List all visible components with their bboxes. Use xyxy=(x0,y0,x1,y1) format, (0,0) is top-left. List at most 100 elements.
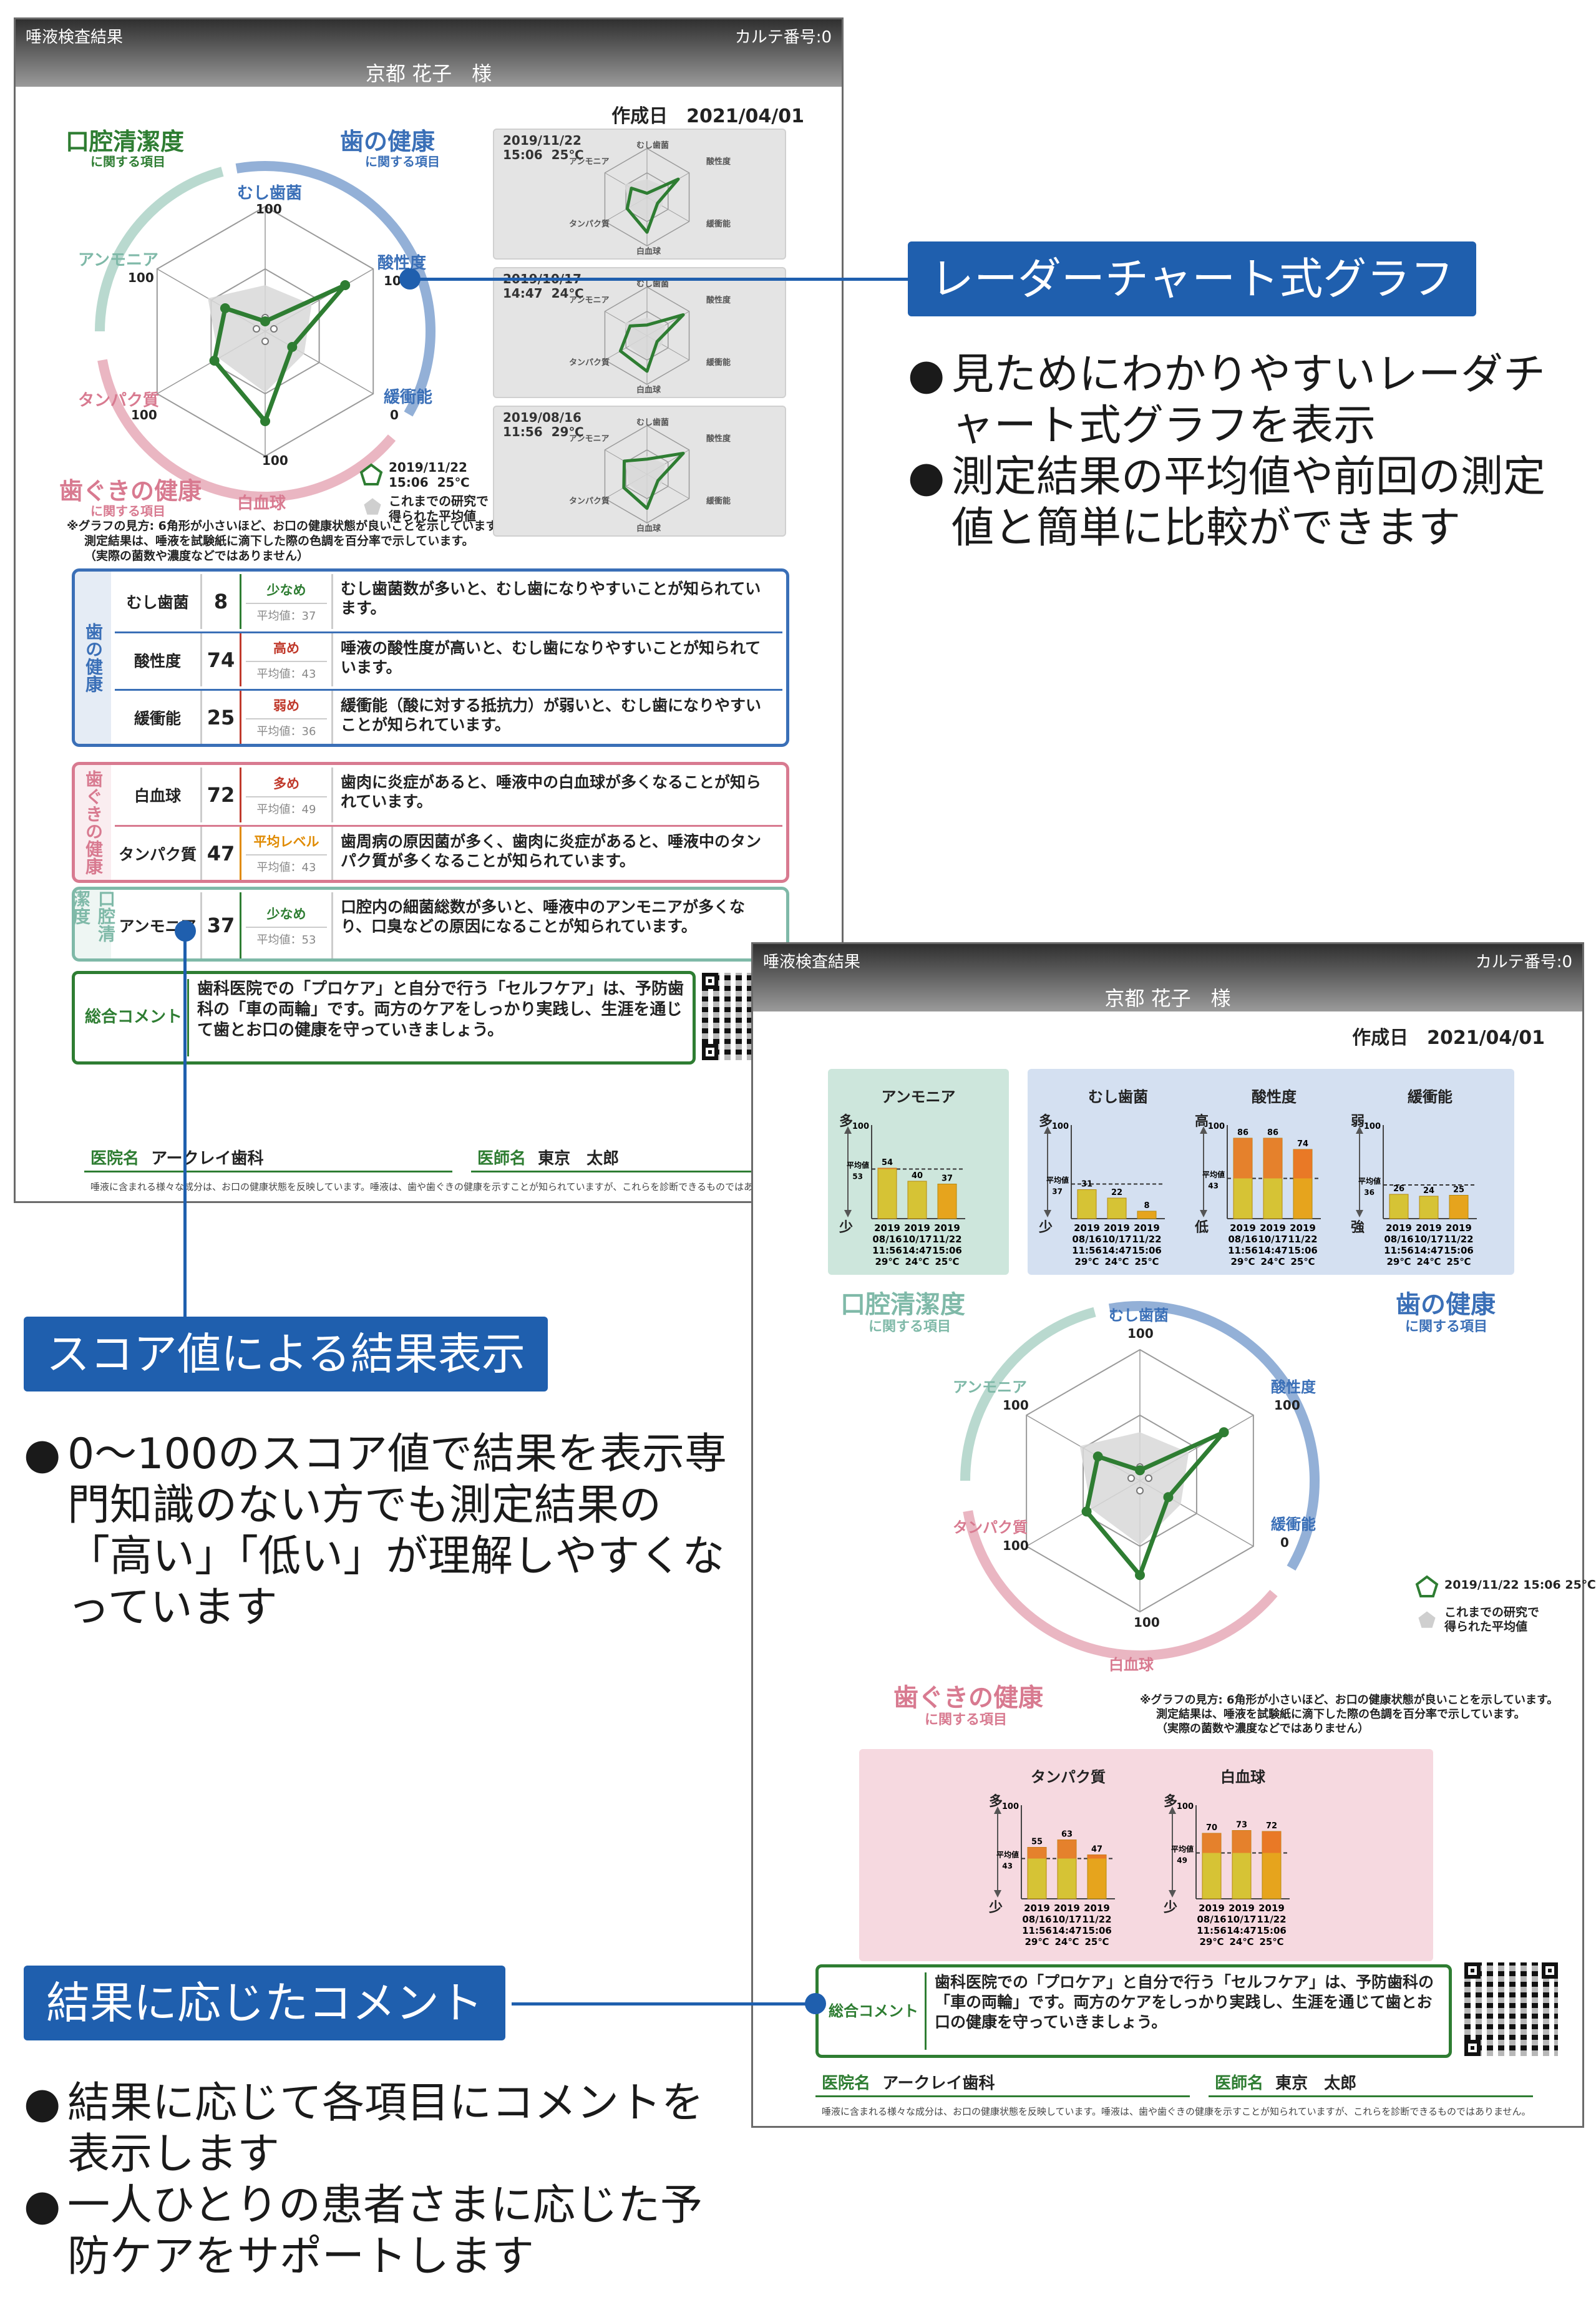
row-description: 口腔内の細菌総数が多いと、唾液中のアンモニアが多くなり、口臭などの原因になること… xyxy=(341,898,746,935)
bar-over-average xyxy=(1088,1854,1106,1859)
row-description: 歯周病の原因菌が多く、歯肉に炎症があると、唾液中のタンパク質が多くなることが知ら… xyxy=(341,832,762,870)
table-group-side: 歯ぐきの健康 xyxy=(75,765,111,880)
radar-point xyxy=(209,356,220,366)
bar-average-label: 平均値 xyxy=(1202,1170,1225,1179)
radar-point xyxy=(1081,1506,1092,1517)
bar-average-value: 36 xyxy=(1364,1188,1375,1197)
bar-chart-plot: 100平均値4970201908/1611:5629℃73201910/1714… xyxy=(1169,1802,1290,1947)
bar-average-value: 53 xyxy=(852,1172,863,1181)
bar-date-label: 08/16 xyxy=(872,1234,902,1245)
created-date: 作成日 2021/04/01 xyxy=(1352,1027,1545,1049)
radar-axis-max: 100 xyxy=(1274,1398,1300,1413)
radar-axis-label: 白血球 xyxy=(1109,1656,1154,1674)
bar-value-label: 86 xyxy=(1237,1128,1248,1138)
bar-date-label: 10/17 xyxy=(1227,1914,1256,1925)
radar-axis-max: 0 xyxy=(390,407,399,422)
bar-average-label: 平均値 xyxy=(1358,1176,1381,1186)
bar-value-label: 55 xyxy=(1031,1838,1043,1847)
bar-scale-arrowhead xyxy=(1044,1210,1051,1217)
bar-date-label: 25℃ xyxy=(1084,1936,1109,1947)
history-axis-label: むし歯菌 xyxy=(636,280,669,289)
legend-current-icon xyxy=(1415,1575,1439,1597)
row-level: 多め平均値：49 xyxy=(240,768,333,822)
radar-axis-max: 100 xyxy=(256,202,282,217)
legend-average-label: これまでの研究で 得られた平均値 xyxy=(1444,1606,1540,1634)
bar-date-label: 11:56 xyxy=(1384,1245,1414,1256)
bar-date-label: 2019 xyxy=(904,1222,930,1234)
bar-date-label: 29℃ xyxy=(1230,1256,1255,1267)
bar-date-label: 2019 xyxy=(1386,1222,1412,1234)
bar-value-label: 25 xyxy=(1453,1186,1464,1195)
gums-arc xyxy=(963,1510,1278,1660)
bar-y-tick: 100 xyxy=(1052,1122,1069,1131)
radar-axis-label: むし歯菌 xyxy=(237,184,303,203)
clinic-underline xyxy=(815,2095,1190,2097)
bar-scale-arrowhead xyxy=(1356,1210,1363,1217)
category-title-teeth: 歯の健康 xyxy=(1396,1290,1496,1319)
radar-note: ※グラフの見方: 6角形が小さいほど、お口の健康状態が良いことを示しています。 … xyxy=(1140,1693,1577,1736)
radar-chart xyxy=(95,161,435,502)
row-score: 25 xyxy=(207,705,235,729)
bullet-text: 0〜100のスコア値で結果を表示専門知識のない方でも測定結果の「高い」「低い」が… xyxy=(67,1430,727,1632)
row-level: 少なめ平均値：37 xyxy=(240,574,333,629)
bar-date-label: 08/16 xyxy=(1384,1234,1413,1245)
row-name: むし歯菌 xyxy=(115,574,202,629)
category-sub-gums: に関する項目 xyxy=(90,504,165,519)
bar-date-label: 24℃ xyxy=(1260,1256,1285,1267)
radar-axis-label: 酸性度 xyxy=(377,254,427,273)
radar-center-dot xyxy=(1136,1487,1144,1494)
bar-date-label: 11:56 xyxy=(1072,1245,1102,1256)
bar-axis-top: 高 xyxy=(1195,1114,1209,1129)
bar-date-label: 11/22 xyxy=(1257,1914,1286,1925)
bar-average-value: 43 xyxy=(1208,1182,1219,1191)
category-sub-teeth: に関する項目 xyxy=(1405,1319,1488,1335)
radar-point xyxy=(1092,1451,1103,1462)
report-sheet-back: 唾液検査結果 カルテ番号:0 京都 花子 様 作成日 2021/04/01 20… xyxy=(751,942,1596,2128)
callout-score: スコア値による結果表示 xyxy=(24,1317,548,1391)
bullet-item: ●測定結果の平均値や前回の測定値と簡単に比較ができます xyxy=(908,452,1569,554)
clinic-name: アークレイ歯科 xyxy=(151,1149,264,1168)
bar-average-value: 43 xyxy=(1002,1862,1013,1871)
bullet-text: 一人ひとりの患者さまに応じた予防ケアをサポートします xyxy=(67,2181,703,2281)
bar-value-label: 54 xyxy=(882,1158,893,1167)
bar-value-label: 31 xyxy=(1081,1180,1092,1189)
table-group-label: 口腔清潔度 xyxy=(71,890,116,942)
bar-value-label: 73 xyxy=(1236,1821,1247,1830)
bar-date-label: 14:47 xyxy=(1414,1245,1444,1256)
row-level: 高め平均値：43 xyxy=(240,633,333,686)
bar-axis-bottom: 低 xyxy=(1195,1220,1209,1235)
history-axis-label: むし歯菌 xyxy=(636,418,669,427)
report-titlebar: 唾液検査結果 カルテ番号:0 京都 花子 様 xyxy=(16,19,842,87)
callout-comment-bullets: ●結果に応じて各項目にコメントを表示します ●一人ひとりの患者さまに応じた予防ケ… xyxy=(24,2078,729,2283)
bar-date-label: 15:06 xyxy=(932,1245,962,1256)
report-sheet-front: 唾液検査結果 カルテ番号:0 京都 花子 様 作成日 2021/04/01 ※グ… xyxy=(14,17,844,1203)
history-axis-label: 白血球 xyxy=(636,386,661,395)
teeth-arc xyxy=(1108,1301,1320,1571)
bar-scale-arrowhead xyxy=(844,1210,852,1217)
radar-axis-max: 100 xyxy=(1134,1615,1160,1630)
bar-average-label: 平均値 xyxy=(847,1161,869,1170)
bar-date-label: 11:56 xyxy=(1228,1245,1258,1256)
clinic-name: アークレイ歯科 xyxy=(882,2074,995,2093)
category-title-gums: 歯ぐきの健康 xyxy=(893,1684,1043,1712)
category-title-teeth: 歯の健康 xyxy=(340,128,435,155)
comment-label: 総合コメント xyxy=(829,2002,918,2020)
radar-axis-label: アンモニア xyxy=(78,251,158,270)
comment-divider xyxy=(187,979,189,1056)
legend-average-label: これまでの研究で 得られた平均値 xyxy=(389,494,489,524)
bar xyxy=(1107,1197,1127,1219)
history-axis-label: 緩衝能 xyxy=(706,497,731,506)
radar-center-dot xyxy=(270,325,278,333)
history-axis-label: 酸性度 xyxy=(706,157,731,167)
bar-date-label: 14:47 xyxy=(1227,1925,1257,1936)
level-text: 平均レベル xyxy=(253,834,319,849)
chart-number: カルテ番号:0 xyxy=(734,28,832,47)
bar-date-label: 14:47 xyxy=(1052,1925,1082,1936)
radar-point xyxy=(220,303,230,313)
bar-date-label: 15:06 xyxy=(1257,1925,1287,1936)
bar-date-label: 08/16 xyxy=(1228,1234,1257,1245)
category-title-cleanliness: 口腔清潔度 xyxy=(840,1290,965,1319)
